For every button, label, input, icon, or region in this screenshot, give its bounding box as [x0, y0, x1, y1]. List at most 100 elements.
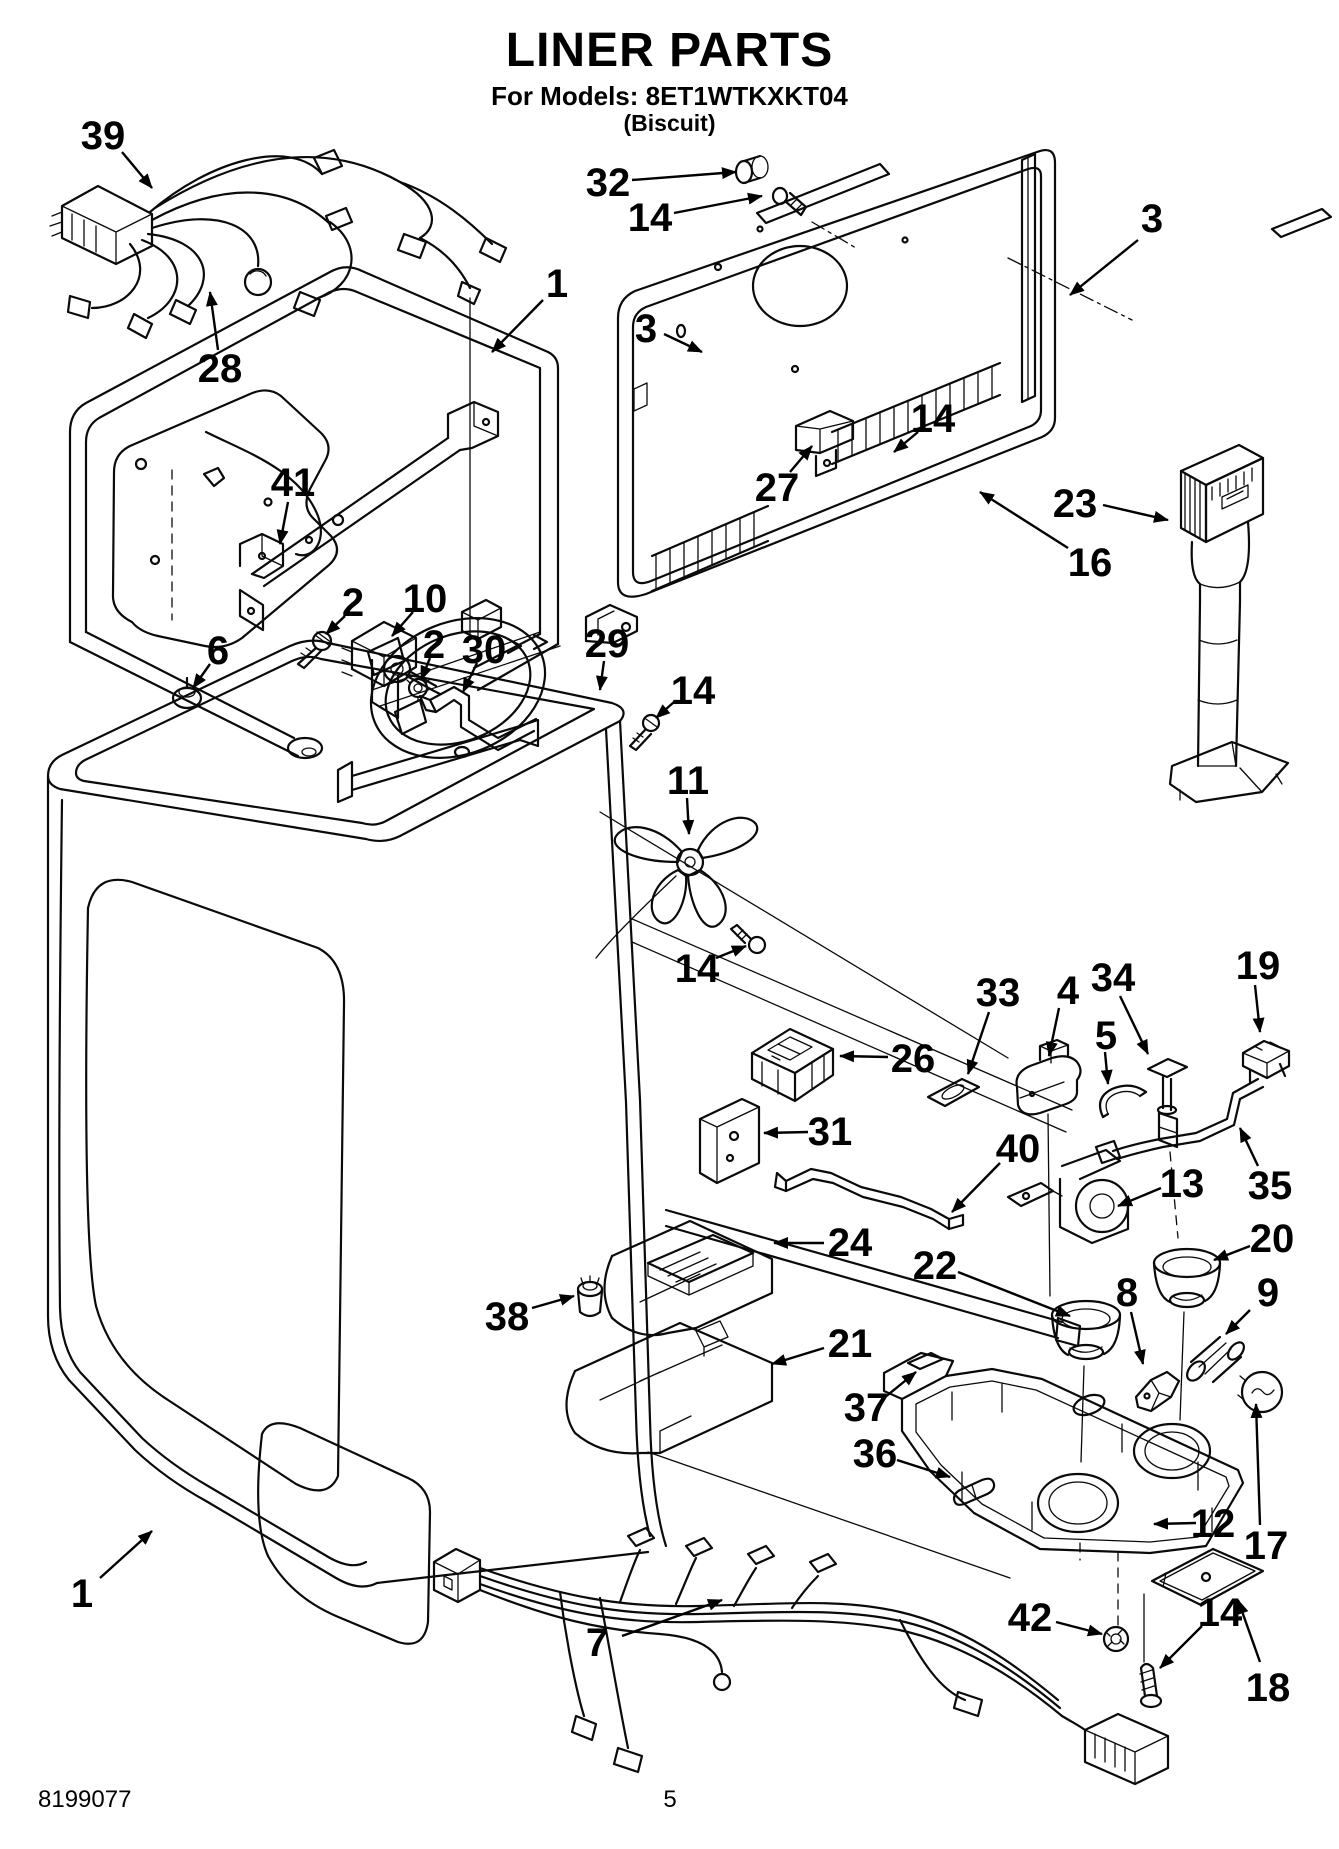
callout-number: 41 [271, 461, 316, 505]
callout-arrow [1159, 1625, 1203, 1669]
callout-arrow [205, 291, 220, 351]
callout-arrow [896, 1458, 951, 1479]
callout-40: 40 [951, 1127, 1040, 1213]
callout-35: 35 [1238, 1127, 1292, 1208]
callout-number: 23 [1053, 482, 1098, 526]
callout-arrow [957, 1270, 1071, 1318]
callout-arrow [1225, 1309, 1251, 1335]
callout-4: 4 [1045, 969, 1080, 1057]
callout-arrow [1252, 984, 1265, 1033]
callout-1: 1 [491, 262, 568, 353]
support-brace-41 [238, 400, 500, 632]
callout-arrow [951, 1162, 1001, 1213]
callout-arrow [121, 151, 153, 189]
callout-arrow [491, 299, 544, 353]
screw-14 [1139, 1662, 1163, 1709]
callout-arrow [893, 431, 919, 453]
wire-strip-35 [1094, 1077, 1265, 1165]
callout-arrow [1055, 1620, 1103, 1637]
callout-number: 14 [1198, 1591, 1243, 1635]
callout-arrow [99, 1530, 153, 1579]
callout-arrow [1102, 503, 1169, 523]
callout-number: 6 [207, 629, 229, 673]
lamp-shield-22 [1050, 1299, 1122, 1463]
callout-number: 14 [911, 397, 956, 441]
callout-number: 11 [667, 759, 709, 803]
callout-arrow [682, 797, 695, 835]
callout-number: 4 [1057, 969, 1080, 1013]
callout-number: 17 [1244, 1524, 1289, 1568]
callout-1: 1 [71, 1530, 153, 1616]
wire-harness-7 [432, 1526, 1170, 1786]
callout-6: 6 [192, 629, 229, 689]
callout-23: 23 [1053, 482, 1169, 526]
light-bulb [1237, 1370, 1284, 1414]
callout-number: 8 [1116, 1271, 1138, 1315]
chevron-marks [506, 633, 549, 655]
valve-pin-34 [1146, 1057, 1189, 1239]
callout-28: 28 [198, 291, 242, 391]
callout-number: 30 [462, 628, 507, 672]
callout-11: 11 [667, 759, 709, 835]
callout-3: 3 [1069, 197, 1163, 296]
callout-number: 14 [675, 947, 720, 991]
callout-arrow [979, 490, 1069, 550]
callout-arrow [763, 1126, 809, 1139]
callout-18: 18 [1236, 1599, 1290, 1710]
callout-arrow [531, 1294, 575, 1310]
callout-32: 32 [586, 161, 737, 205]
callout-arrow [1250, 1403, 1263, 1526]
callout-29: 29 [585, 622, 630, 691]
callout-arrow [621, 1598, 723, 1638]
callout-arrow [1045, 1007, 1061, 1057]
callout-arrow [673, 192, 763, 215]
callout-number: 21 [828, 1322, 873, 1366]
control-housing-23 [1168, 443, 1290, 804]
callout-39: 39 [81, 114, 153, 189]
callout-20: 20 [1213, 1217, 1294, 1262]
callout-number: 29 [585, 622, 630, 666]
overload-relay-4 [1015, 1038, 1082, 1297]
callout-30: 30 [461, 628, 507, 693]
callout-arrow [771, 1346, 825, 1366]
callout-arrow [789, 445, 813, 473]
callout-arrow [655, 701, 675, 719]
fuse-36 [952, 1477, 996, 1506]
callout-14: 14 [628, 192, 763, 240]
callout-14: 14 [675, 944, 747, 991]
plate-33 [926, 1077, 981, 1108]
screw-2 [296, 630, 333, 670]
pad-37 [906, 1351, 945, 1371]
callout-number: 27 [755, 466, 800, 510]
callout-42: 42 [1008, 1596, 1103, 1640]
bracket-8 [1134, 1370, 1181, 1413]
callout-38: 38 [485, 1294, 575, 1339]
callout-number: 14 [628, 196, 673, 240]
callout-number: 2 [342, 581, 364, 625]
callout-arrow [715, 944, 747, 960]
callout-number: 2 [423, 623, 445, 667]
callout-2: 2 [325, 581, 364, 635]
callout-arrow [461, 662, 479, 693]
callout-14: 14 [655, 669, 716, 719]
callout-arrow [663, 332, 703, 354]
callout-arrow [1238, 1127, 1260, 1167]
liner-parts-line-art [46, 148, 1333, 1786]
page-number: 5 [663, 1786, 677, 1813]
callout-number: 33 [976, 971, 1021, 1015]
callout-number: 26 [891, 1037, 936, 1081]
callout-number: 38 [485, 1295, 530, 1339]
callout-arrow [1236, 1599, 1262, 1663]
callout-number: 3 [635, 307, 657, 351]
callout-27: 27 [755, 445, 813, 510]
callout-number: 5 [1095, 1014, 1117, 1058]
defrost-timer-26 [750, 1027, 835, 1103]
wire-harness-39 [49, 148, 508, 340]
callout-2: 2 [419, 623, 445, 681]
callout-number: 1 [546, 262, 568, 306]
callout-arrow [883, 1371, 917, 1399]
callout-24: 24 [773, 1221, 873, 1265]
callout-36: 36 [853, 1432, 951, 1479]
callout-31: 31 [763, 1110, 852, 1154]
callout-number: 14 [671, 669, 716, 713]
